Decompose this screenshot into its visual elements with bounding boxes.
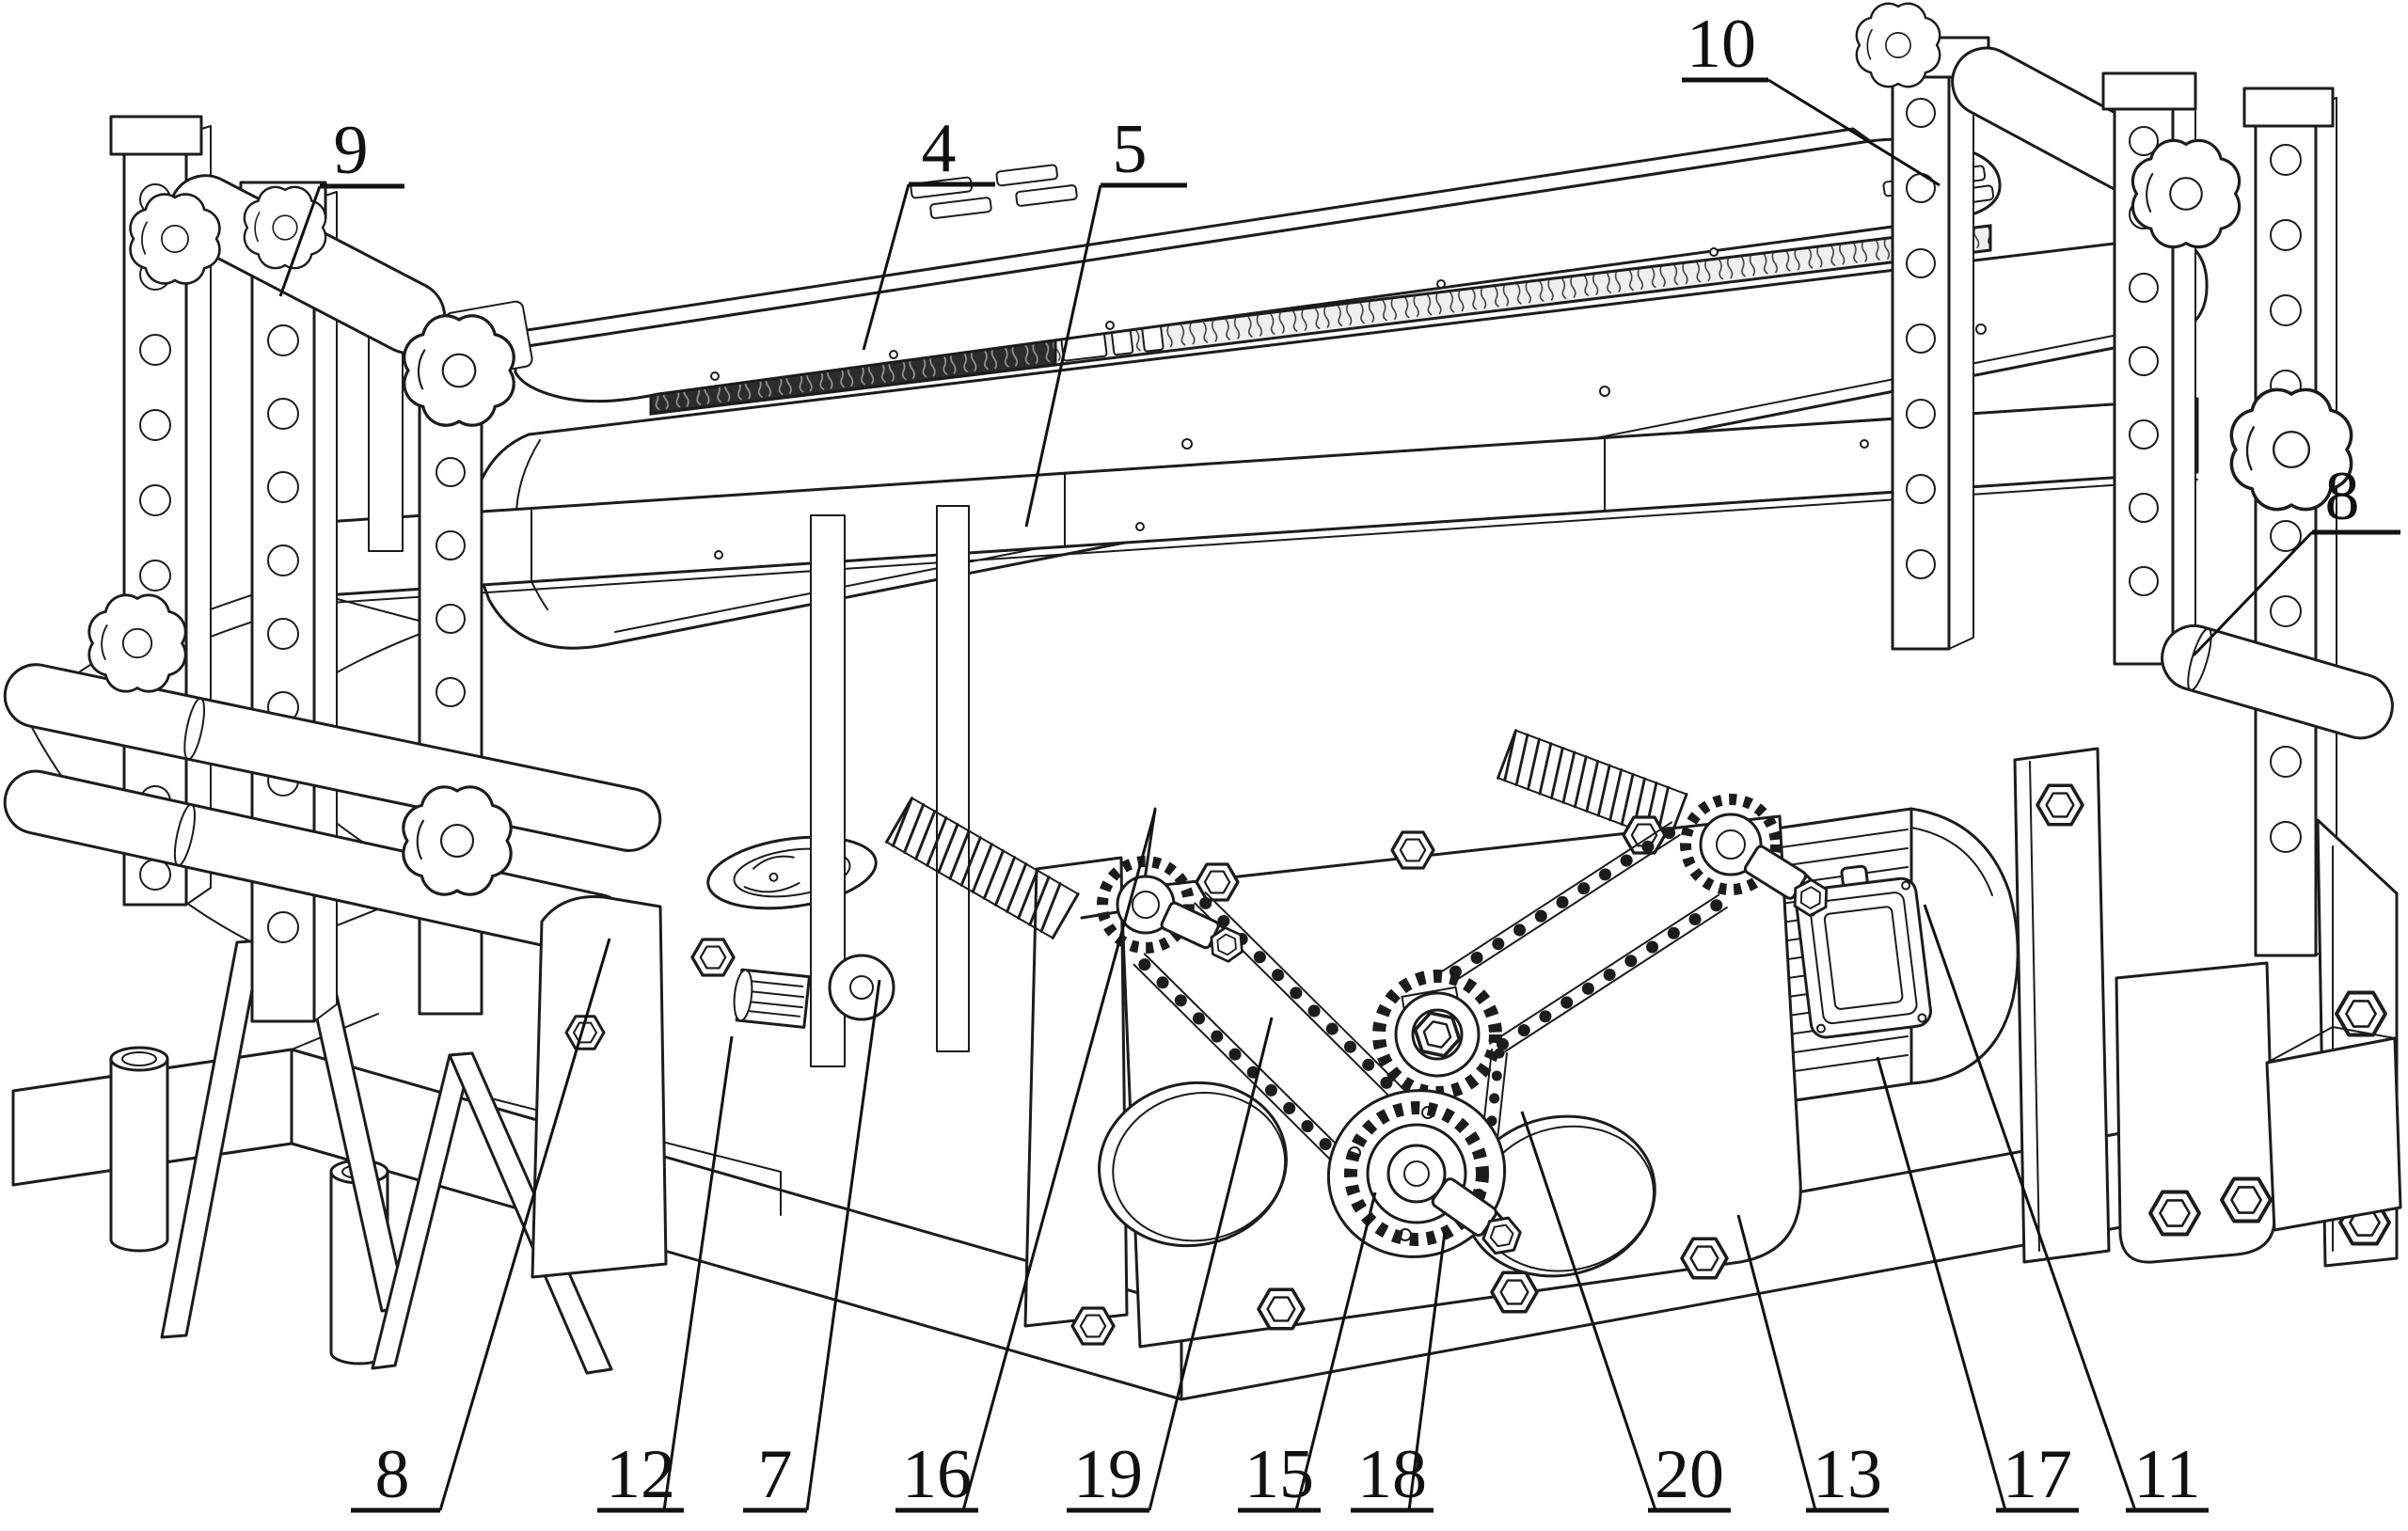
left-post-inner	[250, 197, 316, 1023]
center-sprocket	[1372, 970, 1502, 1099]
part-label-11-15: 11	[1923, 904, 2209, 1513]
part-label-18-11: 18	[1351, 1231, 1447, 1513]
chain-anchor-right	[1680, 794, 1836, 923]
leader-line	[2192, 530, 2314, 657]
part-label-17-14: 17	[1876, 1056, 2079, 1513]
part-number: 20	[1655, 1436, 1724, 1513]
right-adjustment-assembly	[1855, 2, 2402, 1268]
motor-bracket	[2013, 747, 2111, 1264]
part-labels-layer: 9 4 5 10 8 8 12 7 16 19 15 18 20 13 17 11	[278, 6, 2400, 1513]
bolt	[1257, 1287, 1306, 1331]
part-label-8-4: 8	[2192, 458, 2400, 657]
motor-junction-box	[1795, 864, 1932, 1039]
upper-belt-cover	[500, 127, 2002, 403]
post-cap	[109, 115, 203, 156]
base-pin	[109, 1046, 169, 1253]
plate-cutout	[1098, 1081, 1288, 1248]
clamp-bar-right	[2161, 623, 2394, 740]
chain-center-strand	[1481, 1048, 1505, 1177]
base-corner-block	[2265, 1036, 2402, 1232]
part-number: 9	[334, 112, 369, 189]
leader-line	[1736, 1214, 1817, 1511]
bolt	[690, 938, 736, 977]
part-label-10-3: 10	[1682, 6, 1941, 187]
bolt	[2148, 1190, 2201, 1237]
post-holes	[1906, 98, 1936, 579]
belt-band	[649, 224, 1992, 416]
bolt	[1490, 1271, 1539, 1314]
bolt	[1070, 1306, 1116, 1346]
part-label-19-9: 19	[1067, 1017, 1274, 1513]
part-label-20-12: 20	[1520, 1111, 1731, 1513]
part-number: 15	[1244, 1436, 1314, 1513]
leader-line	[1876, 1056, 2007, 1511]
bracket-arm-left	[531, 895, 668, 1279]
leader-line	[1923, 904, 2137, 1511]
bolt	[2036, 783, 2084, 827]
center-mechanism	[531, 505, 1836, 1349]
leader-line	[805, 979, 881, 1511]
part-number: 16	[902, 1436, 972, 1513]
bolt	[1680, 1237, 1729, 1280]
part-label-5-2: 5	[1024, 111, 1187, 528]
leader-line	[862, 183, 911, 351]
part-label-13-13: 13	[1736, 1214, 1889, 1513]
splined-shaft	[733, 968, 811, 1029]
part-number: 10	[1687, 6, 1756, 83]
part-number: 17	[2003, 1436, 2072, 1513]
leader-line	[1294, 1192, 1377, 1511]
chain-right-loop	[1441, 821, 1728, 1058]
part-number: 19	[1073, 1436, 1143, 1513]
part-label-15-10: 15	[1238, 1192, 1377, 1513]
post-cap	[2242, 87, 2335, 128]
leader-line	[1520, 1111, 1657, 1511]
motor-bell	[1909, 807, 2020, 1085]
clamp-post	[368, 319, 404, 552]
part-number: 8	[2325, 458, 2360, 535]
bolt	[1390, 830, 1435, 870]
leader-line	[662, 1035, 734, 1511]
bracket-arm-center	[1023, 856, 1129, 1328]
post-cap	[2101, 71, 2197, 111]
part-label-7-7: 7	[743, 979, 881, 1513]
part-number: 11	[2133, 1436, 2200, 1513]
part-label-16-8: 16	[895, 810, 1157, 1513]
leader-line	[1148, 1017, 1274, 1511]
bolt	[1195, 862, 1240, 902]
bolt	[2220, 1176, 2273, 1223]
ratchet-window	[706, 835, 878, 910]
part-number: 7	[758, 1436, 793, 1513]
leader-line	[961, 810, 1157, 1511]
post-side	[1948, 46, 1974, 650]
left-adjustment-assembly	[3, 115, 662, 1023]
part-number: 5	[1113, 111, 1148, 188]
part-label-12-6: 12	[597, 1035, 734, 1513]
part-label-4-1: 4	[862, 110, 995, 351]
leader-line	[1407, 1231, 1447, 1511]
leader-line	[1767, 78, 1941, 187]
leader-line	[1024, 184, 1102, 528]
part-number: 13	[1813, 1436, 1882, 1513]
part-number: 8	[375, 1436, 410, 1513]
drive-motor	[1742, 747, 2111, 1264]
part-number: 4	[922, 110, 957, 187]
part-label-8-5: 8	[351, 938, 611, 1513]
support-strip	[936, 505, 970, 1052]
part-number: 18	[1357, 1436, 1427, 1513]
bearing-flange	[828, 954, 895, 1021]
chain-anchor-left	[1097, 856, 1250, 967]
lower-sprocket	[1326, 1089, 1529, 1262]
part-label-9-0: 9	[278, 112, 404, 297]
belt-band-light	[1054, 224, 1992, 367]
part-number: 12	[606, 1436, 675, 1513]
leader-line	[438, 938, 611, 1511]
leader-line	[278, 185, 322, 297]
